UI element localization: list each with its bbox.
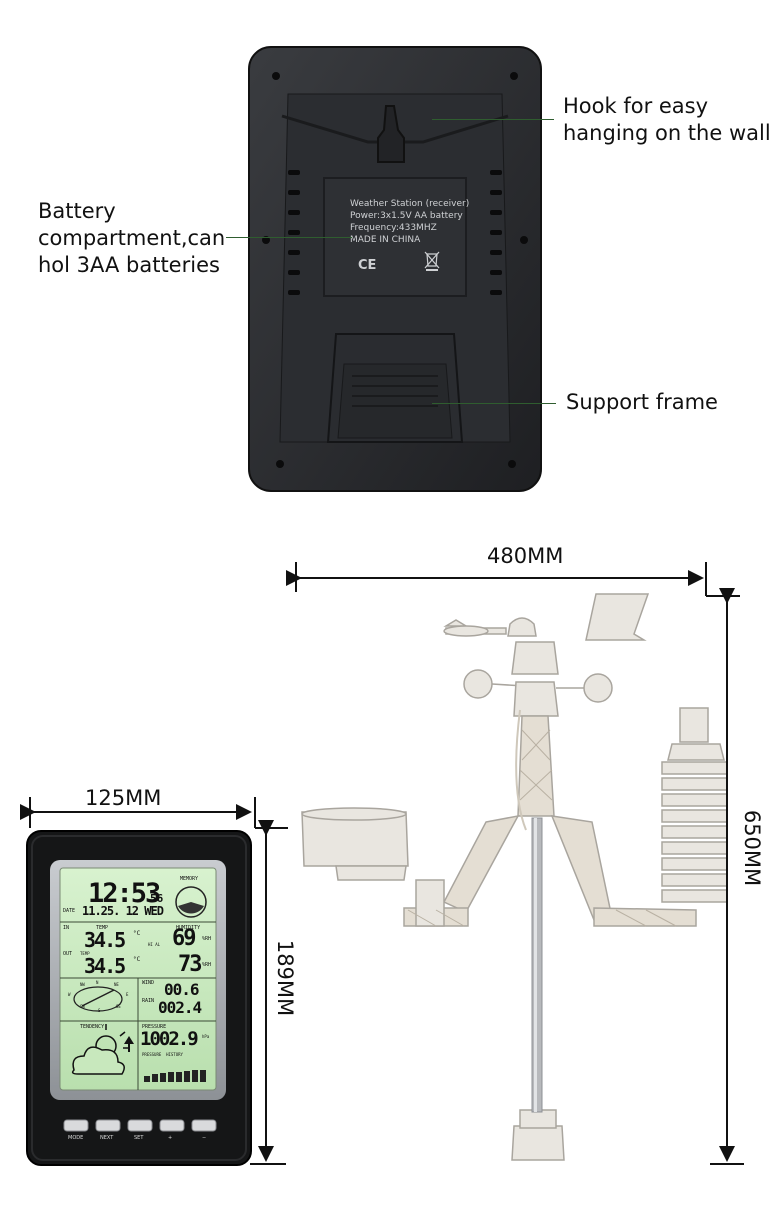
back-label-line2: Power:3x1.5V AA battery xyxy=(350,211,463,221)
lcd-tendency-label: TENDENCY xyxy=(80,1024,105,1030)
lcd-temp-label-out: TEMP xyxy=(80,951,90,956)
sensor-width-label: 480MM xyxy=(487,544,564,568)
hook-leader-line xyxy=(432,119,554,120)
hook-callout-line1: Hook for easy xyxy=(563,94,709,118)
lcd-date: 11.25. 12 WED xyxy=(82,904,164,918)
receiver-back-photo xyxy=(248,46,542,492)
lcd-display: MEMORY 12:53 56 DATE 11.25. 12 WED IN TE… xyxy=(60,868,216,1090)
lcd-date-label: DATE xyxy=(63,908,76,914)
hook-callout: Hook for easy hanging on the wall xyxy=(563,93,771,147)
console-width-label: 125MM xyxy=(85,786,162,810)
lcd-seconds: 56 xyxy=(150,892,164,905)
lcd-rain: 002.4 xyxy=(158,998,202,1017)
lcd-out-hum-unit: %RH xyxy=(202,962,212,968)
outdoor-sensor-photo xyxy=(296,590,729,1165)
lcd-pressure-label: PRESSURE xyxy=(142,1024,167,1030)
lcd-out-temp: 34.5 xyxy=(84,954,126,978)
battery-callout-line3: hol 3AA batteries xyxy=(38,253,220,277)
support-callout: Support frame xyxy=(566,390,718,414)
lcd-wind-label: WIND xyxy=(142,980,155,986)
lcd-rain-label: RAIN xyxy=(142,998,155,1004)
battery-callout-line1: Battery xyxy=(38,199,116,223)
weee-bin-icon xyxy=(423,250,441,276)
lcd-hi-al-in: HI AL xyxy=(148,942,161,947)
lcd-temp-label-in: TEMP xyxy=(96,925,109,931)
back-label: Weather Station (receiver) Power:3x1.5V … xyxy=(350,198,469,272)
console-height-label: 189MM xyxy=(273,939,297,1017)
lcd-in-hum-unit: %RH xyxy=(202,936,212,942)
minus-button[interactable]: − xyxy=(202,1135,207,1141)
plus-button[interactable]: + xyxy=(168,1135,173,1141)
lcd-memory: MEMORY xyxy=(180,876,199,882)
compass-se: SE xyxy=(116,1004,121,1009)
back-label-line1: Weather Station (receiver) xyxy=(350,199,470,209)
compass-e: E xyxy=(126,992,129,997)
hook-callout-line2: hanging on the wall xyxy=(563,121,771,145)
compass-w: W xyxy=(68,992,71,997)
lcd-in-hum: 69 xyxy=(172,926,196,951)
back-label-line4: MADE IN CHINA xyxy=(350,235,421,245)
compass-n: N xyxy=(96,980,99,985)
lcd-in-temp-unit: °C xyxy=(133,930,141,937)
lcd-time: 12:53 xyxy=(88,878,161,909)
mode-button[interactable]: MODE xyxy=(68,1135,84,1141)
sensor-height-label: 650MM xyxy=(740,809,764,887)
console-photo xyxy=(26,830,252,1166)
back-label-line3: Frequency:433MHZ xyxy=(350,223,437,233)
lcd-in-temp: 34.5 xyxy=(84,928,126,952)
compass-ne: NE xyxy=(114,982,119,987)
support-leader-line xyxy=(432,403,556,404)
lcd-pressure-history-label: PRESSURE HISTORY xyxy=(142,1052,183,1057)
lcd-wind: 00.6 xyxy=(164,980,200,999)
set-button[interactable]: SET xyxy=(134,1135,144,1141)
compass-s: S xyxy=(98,1008,101,1013)
compass-nw: NW xyxy=(80,982,85,987)
lcd-humidity-label: HUMIDITY xyxy=(176,925,201,931)
lcd-pressure-unit: hPa xyxy=(202,1034,210,1039)
lcd-out-label: OUT xyxy=(63,951,73,957)
lcd-in-label: IN xyxy=(63,925,70,931)
battery-callout: Battery compartment,can hol 3AA batterie… xyxy=(38,198,225,279)
ce-mark: CE xyxy=(358,258,377,273)
compass-sw: SW xyxy=(80,1004,85,1009)
lcd-out-hum: 73 xyxy=(178,952,202,977)
console-button-labels: MODE NEXT SET + − xyxy=(64,1135,244,1145)
battery-callout-line2: compartment,can xyxy=(38,226,226,250)
lcd-pressure: 1002.9 xyxy=(140,1028,199,1050)
next-button[interactable]: NEXT xyxy=(100,1135,114,1141)
lcd-out-temp-unit: °C xyxy=(133,956,141,963)
battery-leader-line xyxy=(226,237,352,238)
